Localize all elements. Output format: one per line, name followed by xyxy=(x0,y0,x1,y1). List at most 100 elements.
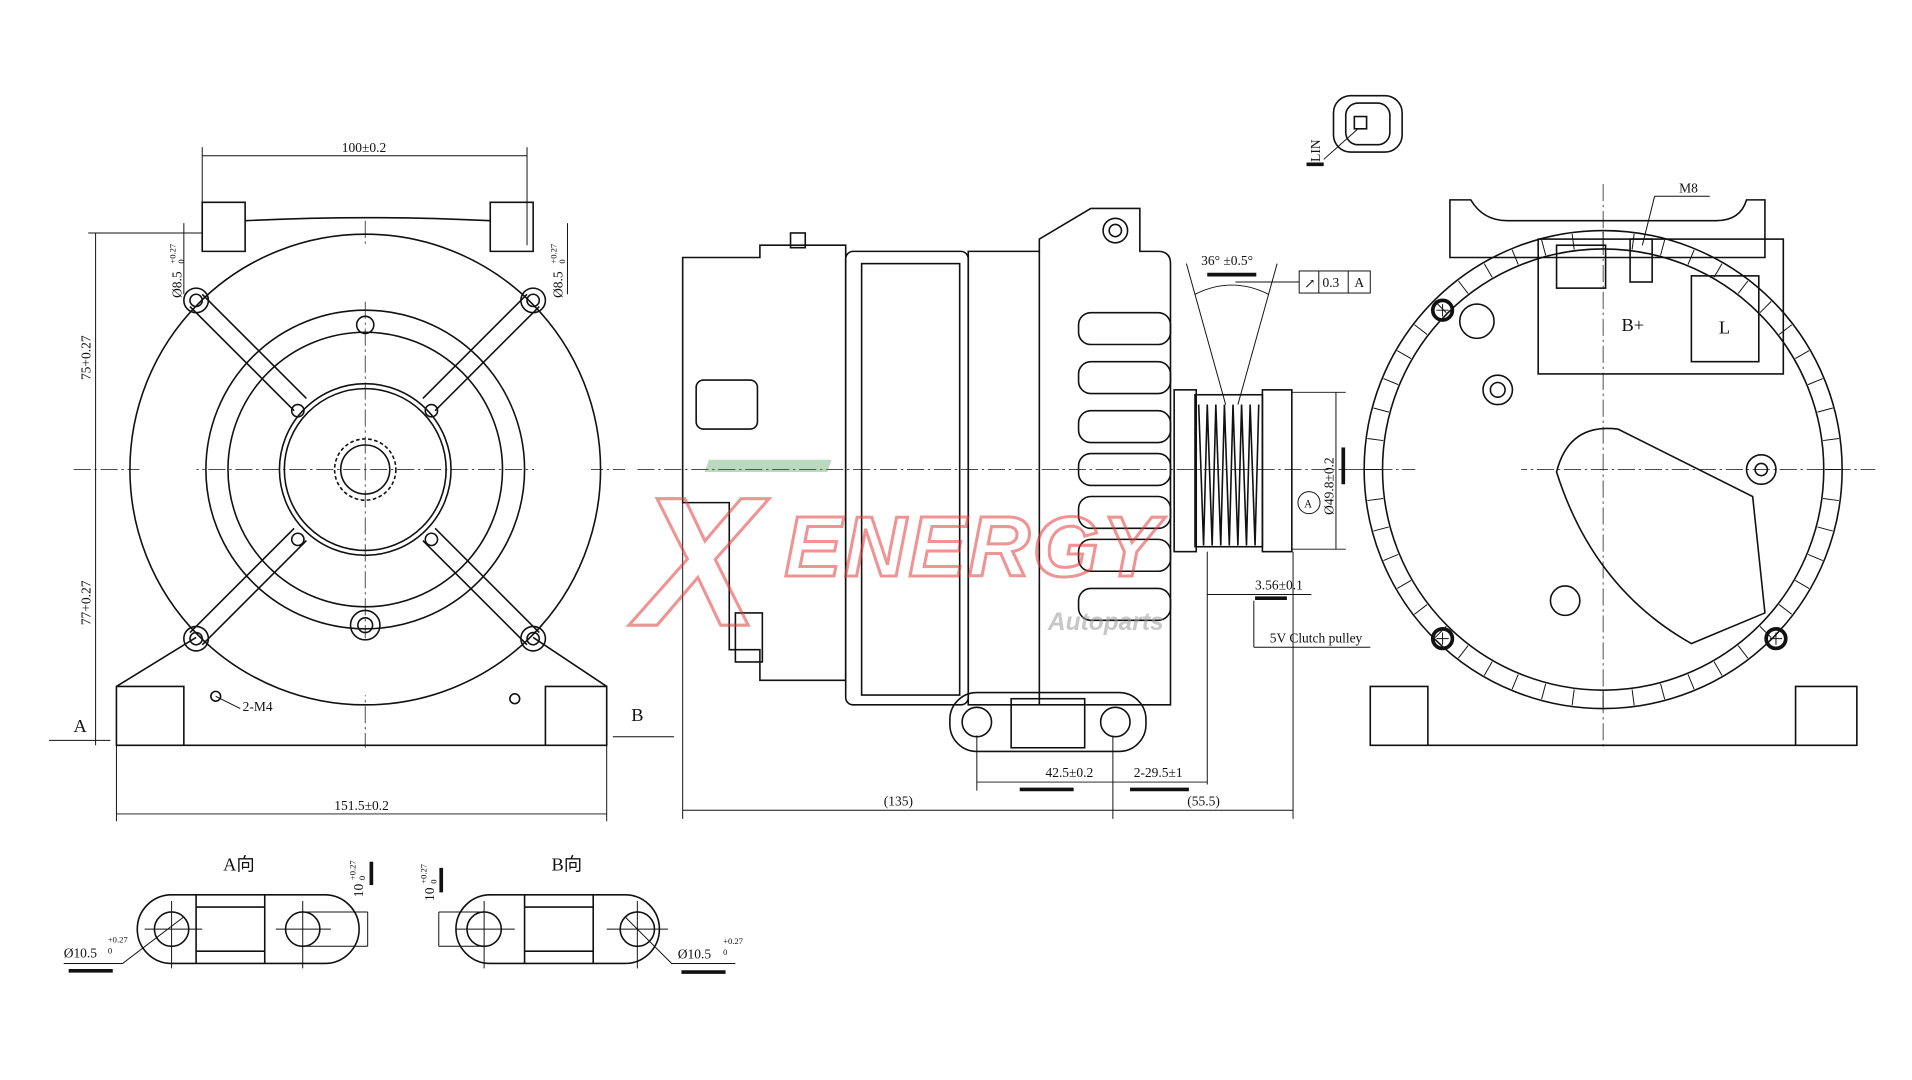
rear-vent-inner xyxy=(1459,521,1542,593)
detail-b-thickness: 10 xyxy=(422,887,437,901)
lin-pin xyxy=(1353,115,1368,130)
mount-web xyxy=(1010,697,1086,749)
xenergy-watermark-logo: X ENERGY Autoparts xyxy=(627,458,1165,666)
fan-slot-inner xyxy=(483,588,526,631)
rear-rim-segment xyxy=(1713,661,1723,676)
watermark-stripe xyxy=(704,459,832,472)
fan-slot-inner xyxy=(525,397,581,420)
rear-rim-segment xyxy=(1737,280,1749,294)
rear-bearing-nut xyxy=(1482,374,1514,406)
mount-hole-left xyxy=(961,706,993,738)
dim-upper-height: 75+0.27 xyxy=(79,335,94,380)
leader-m4 xyxy=(215,695,241,709)
cooling-fin xyxy=(1077,409,1172,444)
detail-a-hole-tol-low: 0 xyxy=(108,946,112,956)
groove-angle: 36° ±0.5° xyxy=(1201,253,1253,268)
rear-vent-inner xyxy=(1435,382,1531,435)
terminal-l: L xyxy=(1719,317,1730,337)
fan-slot-inner xyxy=(150,519,205,542)
rear-vent-inner xyxy=(1491,316,1557,405)
detail-a-hole-tol: +0.27 xyxy=(108,935,129,945)
front-base xyxy=(115,685,608,747)
rear-stud xyxy=(789,232,807,249)
terminal-bplus: B+ xyxy=(1622,315,1645,335)
rear-boss xyxy=(1458,303,1495,340)
rear-base xyxy=(1369,685,1858,747)
fan-slot-inner xyxy=(293,629,315,685)
fan-slot-inner xyxy=(293,254,315,310)
rear-vent-inner xyxy=(1491,534,1557,623)
detail-a-hole: Ø10.5 xyxy=(64,945,98,960)
front-view: 100±0.2 Ø8.5 +0.27 0 Ø8.5 +0.27 0 75+0.2… xyxy=(49,140,675,822)
fan-slot-inner xyxy=(163,365,216,395)
rear-rim-segment xyxy=(1571,689,1575,706)
detail-a: A向 Ø10.5 +0.27 0 10 +0.27 0 xyxy=(63,854,374,973)
rear-vent-hole xyxy=(1549,585,1581,617)
front-base-right xyxy=(532,636,608,688)
terminal-block xyxy=(1555,244,1607,289)
rear-shaft-nut-inner xyxy=(1754,462,1769,477)
front-hub xyxy=(278,382,452,557)
lin-leader xyxy=(1323,128,1359,160)
rear-rim-segment xyxy=(1817,407,1833,413)
rear-rim-segment xyxy=(1396,580,1412,589)
fan-slot-inner xyxy=(515,365,567,395)
dim-mount-spacing: 100±0.2 xyxy=(342,140,386,155)
rear-rim-segment xyxy=(1511,674,1519,690)
stator-housing xyxy=(844,250,970,706)
datum-marker: A xyxy=(1304,499,1312,511)
fan-slot-inner xyxy=(231,605,268,653)
dim-lower-height: 77+0.27 xyxy=(79,580,94,625)
ear-hole-tol-low: 0 xyxy=(176,259,186,263)
fan-slot-inner xyxy=(531,431,589,446)
rear-rim-segment xyxy=(1383,553,1399,561)
l-terminal xyxy=(1690,275,1760,363)
rear-rim-segment xyxy=(1778,324,1793,335)
dim-ear-hole-right: Ø8.5 +0.27 0 xyxy=(548,243,567,298)
lin-label: LIN xyxy=(1308,139,1323,162)
ear-hole-right-text: Ø8.5 xyxy=(551,271,566,298)
body-length: (135) xyxy=(884,793,913,808)
fan-slot-inner xyxy=(463,286,500,334)
side-view: LIN 36° ±0.5° ↗ 0.3 A Ø49.8±0.2 A 3.56±0… xyxy=(637,94,1403,819)
m8-stud xyxy=(1629,238,1653,283)
fan-slot-inner xyxy=(440,268,470,320)
pulley-type: 5V Clutch pulley xyxy=(1270,630,1363,645)
detail-a-title: A向 xyxy=(223,854,255,874)
fan-slot-inner xyxy=(501,567,549,604)
front-hub-inner xyxy=(283,387,447,552)
front-m4-hole xyxy=(210,690,222,702)
rear-vent-inner xyxy=(1420,422,1524,454)
terminal-thread: M8 xyxy=(1679,181,1698,196)
mount-foot xyxy=(949,691,1147,753)
front-housing xyxy=(967,207,1172,706)
front-ear-left xyxy=(201,201,246,253)
fan-slot-inner xyxy=(204,588,247,631)
rear-shaft-nut xyxy=(1745,454,1777,486)
rear-rim-segment xyxy=(1759,301,1772,314)
fan-slot-inner xyxy=(182,335,230,372)
cooling-fin xyxy=(1077,495,1172,530)
rear-rim-segment xyxy=(1660,239,1666,256)
top-lug-hole-inner xyxy=(1108,223,1123,238)
dim-ear-hole-left: Ø8.5 +0.27 0 xyxy=(167,243,186,298)
rear-rim-segment xyxy=(1737,645,1749,659)
front-outer-circle xyxy=(129,233,602,706)
front-inner-ring xyxy=(227,331,504,608)
fan-slot-inner xyxy=(389,246,403,303)
watermark-tagline: Autoparts xyxy=(1047,609,1164,636)
fan-slot-inner xyxy=(231,286,268,334)
rear-rim-segment xyxy=(1778,604,1793,615)
lin-connector xyxy=(1332,94,1403,153)
pulley-flange-front xyxy=(1261,389,1293,553)
rear-rim-segment xyxy=(1631,689,1635,706)
detail-a-lines xyxy=(63,900,369,969)
rear-rim-segment xyxy=(1631,233,1635,250)
rear-rim-segment xyxy=(1367,438,1384,442)
rear-top-ears xyxy=(1449,199,1766,259)
datum-circle xyxy=(1297,491,1321,515)
ear-hole-tol: +0.27 xyxy=(548,243,558,264)
fan-slot-inner xyxy=(142,431,199,446)
rear-rim-segment xyxy=(1817,526,1833,532)
fan-slot-inner xyxy=(204,309,247,351)
